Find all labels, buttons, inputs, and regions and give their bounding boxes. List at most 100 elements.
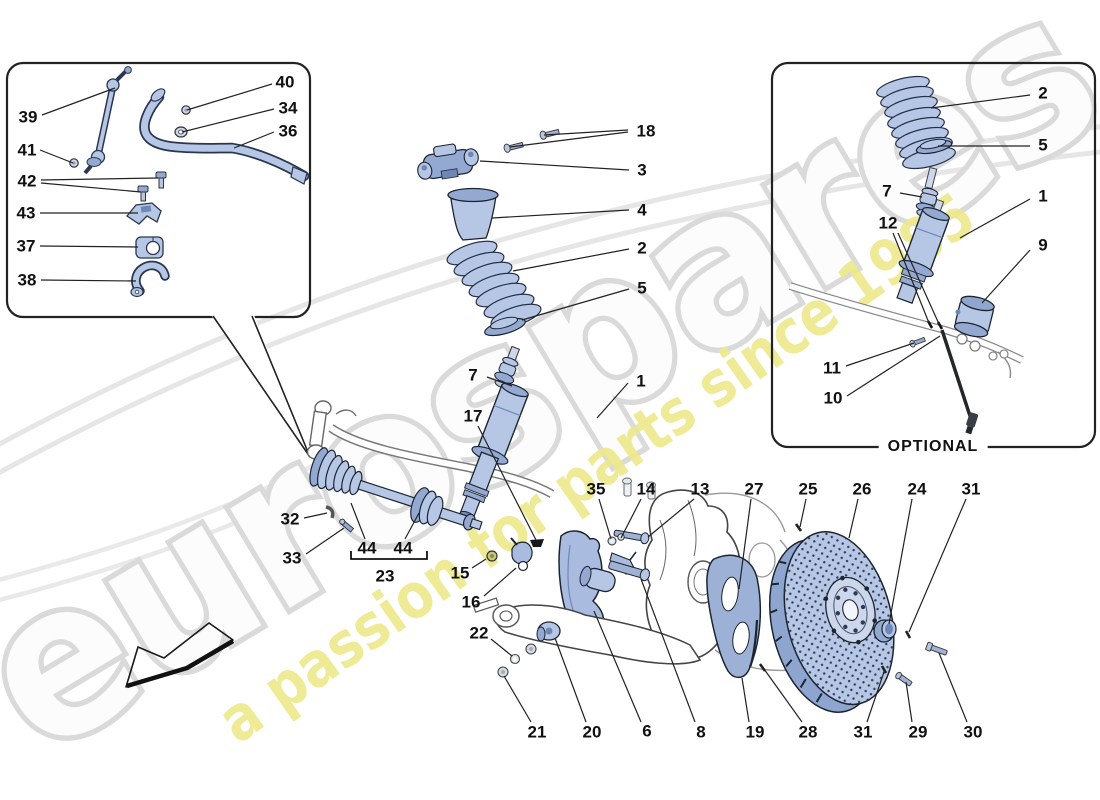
- callout-23-29: 23: [375, 566, 395, 586]
- leader-line-31: [866, 671, 885, 723]
- leader-line-14: [620, 498, 642, 539]
- leader-line-20: [554, 637, 587, 723]
- disc-bolt-drawing: [895, 671, 913, 687]
- callout-7-44: 7: [882, 181, 892, 201]
- stabilizer-bushing-drawing: [135, 236, 164, 259]
- leader-line-41: [39, 149, 74, 164]
- leader-line-6: [593, 610, 642, 723]
- arm-nuts-washers-drawing: [497, 643, 537, 678]
- callout-24-23: 24: [907, 479, 927, 499]
- callout-1-15: 1: [636, 371, 646, 391]
- callout-9-47: 9: [1038, 235, 1048, 255]
- callout-19-37: 19: [745, 722, 765, 742]
- callout-35-17: 35: [586, 479, 606, 499]
- knuckle-bolts-drawing: [607, 529, 651, 582]
- callout-41-4: 41: [17, 140, 37, 160]
- leader-line-11: [845, 342, 915, 367]
- strut-mount-bolts-drawing: [503, 128, 560, 153]
- callout-44-27: 44: [357, 538, 377, 558]
- callout-31-39: 31: [853, 722, 873, 742]
- arm-inner-pivot-drawing: [579, 565, 616, 593]
- disc-stud-drawing: [925, 641, 948, 656]
- optional-box-label: OPTIONAL: [878, 438, 988, 456]
- leader-line-21: [503, 675, 532, 723]
- leader-lines: [39, 83, 1031, 723]
- leader-line-42: [40, 177, 159, 181]
- clamp-bolts-drawing: [137, 171, 167, 202]
- leader-line-12: [892, 232, 930, 324]
- bracket-slot: [140, 205, 152, 213]
- anti-roll-bar-drawing: [139, 88, 310, 185]
- callout-11-48: 11: [823, 358, 841, 378]
- callout-12-46: 12: [878, 213, 898, 233]
- axle-clip-drawing: [325, 505, 335, 519]
- callout-7-14: 7: [468, 365, 478, 385]
- dust-cover-drawing: [447, 187, 499, 241]
- callout-29-40: 29: [908, 722, 928, 742]
- main-sway-bar-drawing: [306, 400, 555, 498]
- leader-line-1: [596, 382, 629, 419]
- leader-line-29: [905, 681, 913, 723]
- leader-line-24: [888, 498, 913, 625]
- stabilizer-clamp-drawing: [130, 260, 170, 298]
- leader-line-3: [479, 160, 630, 171]
- leader-line-36: [233, 131, 275, 149]
- callout-27-20: 27: [744, 479, 764, 499]
- callout-17-16: 17: [463, 406, 483, 426]
- disc-pin-drawing: [880, 665, 888, 674]
- callout-39-0: 39: [18, 107, 38, 127]
- callout-18-9: 18: [636, 121, 656, 141]
- callout-43-6: 43: [16, 203, 36, 223]
- callout-31-24: 31: [961, 479, 981, 499]
- callout-3-10: 3: [637, 160, 647, 180]
- leader-line-38: [40, 279, 137, 282]
- sensor-bracket-drawing: [510, 537, 533, 572]
- leader-line-10: [846, 335, 941, 397]
- callout-21-33: 21: [527, 722, 547, 742]
- spring-seat-drawing: [484, 316, 526, 337]
- callout-44-28: 44: [393, 538, 413, 558]
- optional-shock-drawing: [896, 198, 950, 304]
- leader-line-28: [763, 668, 803, 723]
- leader-line-15: [471, 558, 487, 569]
- leader-line-8: [640, 578, 696, 723]
- optional-spring-seat-drawing: [915, 138, 953, 155]
- retaining-clip-drawing: [530, 539, 544, 547]
- callout-4-11: 4: [637, 200, 647, 220]
- stabilizer-link-drawing: [83, 66, 132, 175]
- leader-line-7: [899, 192, 923, 198]
- leader-line-40: [186, 83, 273, 111]
- axle-bolt-drawing: [339, 518, 355, 533]
- axle-shaft-drawing: [309, 447, 483, 531]
- strut-top-mount-drawing: [417, 143, 479, 180]
- leader-line-4: [491, 209, 630, 219]
- leader-line-32: [303, 512, 328, 519]
- optional-inset-box: [770, 61, 1097, 449]
- callout-2-12: 2: [637, 238, 647, 258]
- callout-5-43: 5: [1038, 135, 1048, 155]
- lower-control-arm-drawing: [472, 565, 702, 665]
- callout-37-7: 37: [16, 236, 36, 256]
- shock-absorber-drawing: [459, 382, 529, 520]
- leader-line-18: [509, 131, 629, 148]
- callout-28-38: 28: [798, 722, 818, 742]
- callout-32-25: 32: [280, 509, 300, 529]
- leader-line-33: [305, 527, 345, 555]
- leader-line-39: [41, 87, 116, 116]
- callout-38-8: 38: [17, 270, 37, 290]
- leader-line-9: [981, 249, 1031, 304]
- leader-line-44: [350, 502, 366, 540]
- leader-line-5: [521, 288, 630, 321]
- direction-arrow: [125, 622, 235, 689]
- leader-line-44: [404, 512, 420, 540]
- callout-8-36: 8: [696, 722, 706, 742]
- leader-line-31: [908, 498, 967, 633]
- axle-group-bracket: [350, 551, 428, 560]
- stabilizer-nut-washer-drawing: [69, 105, 191, 168]
- brake-disc-drawing: [768, 531, 895, 713]
- stabilizer-bracket-drawing: [126, 202, 162, 225]
- callout-36-3: 36: [278, 121, 298, 141]
- leader-line-2: [930, 94, 1031, 109]
